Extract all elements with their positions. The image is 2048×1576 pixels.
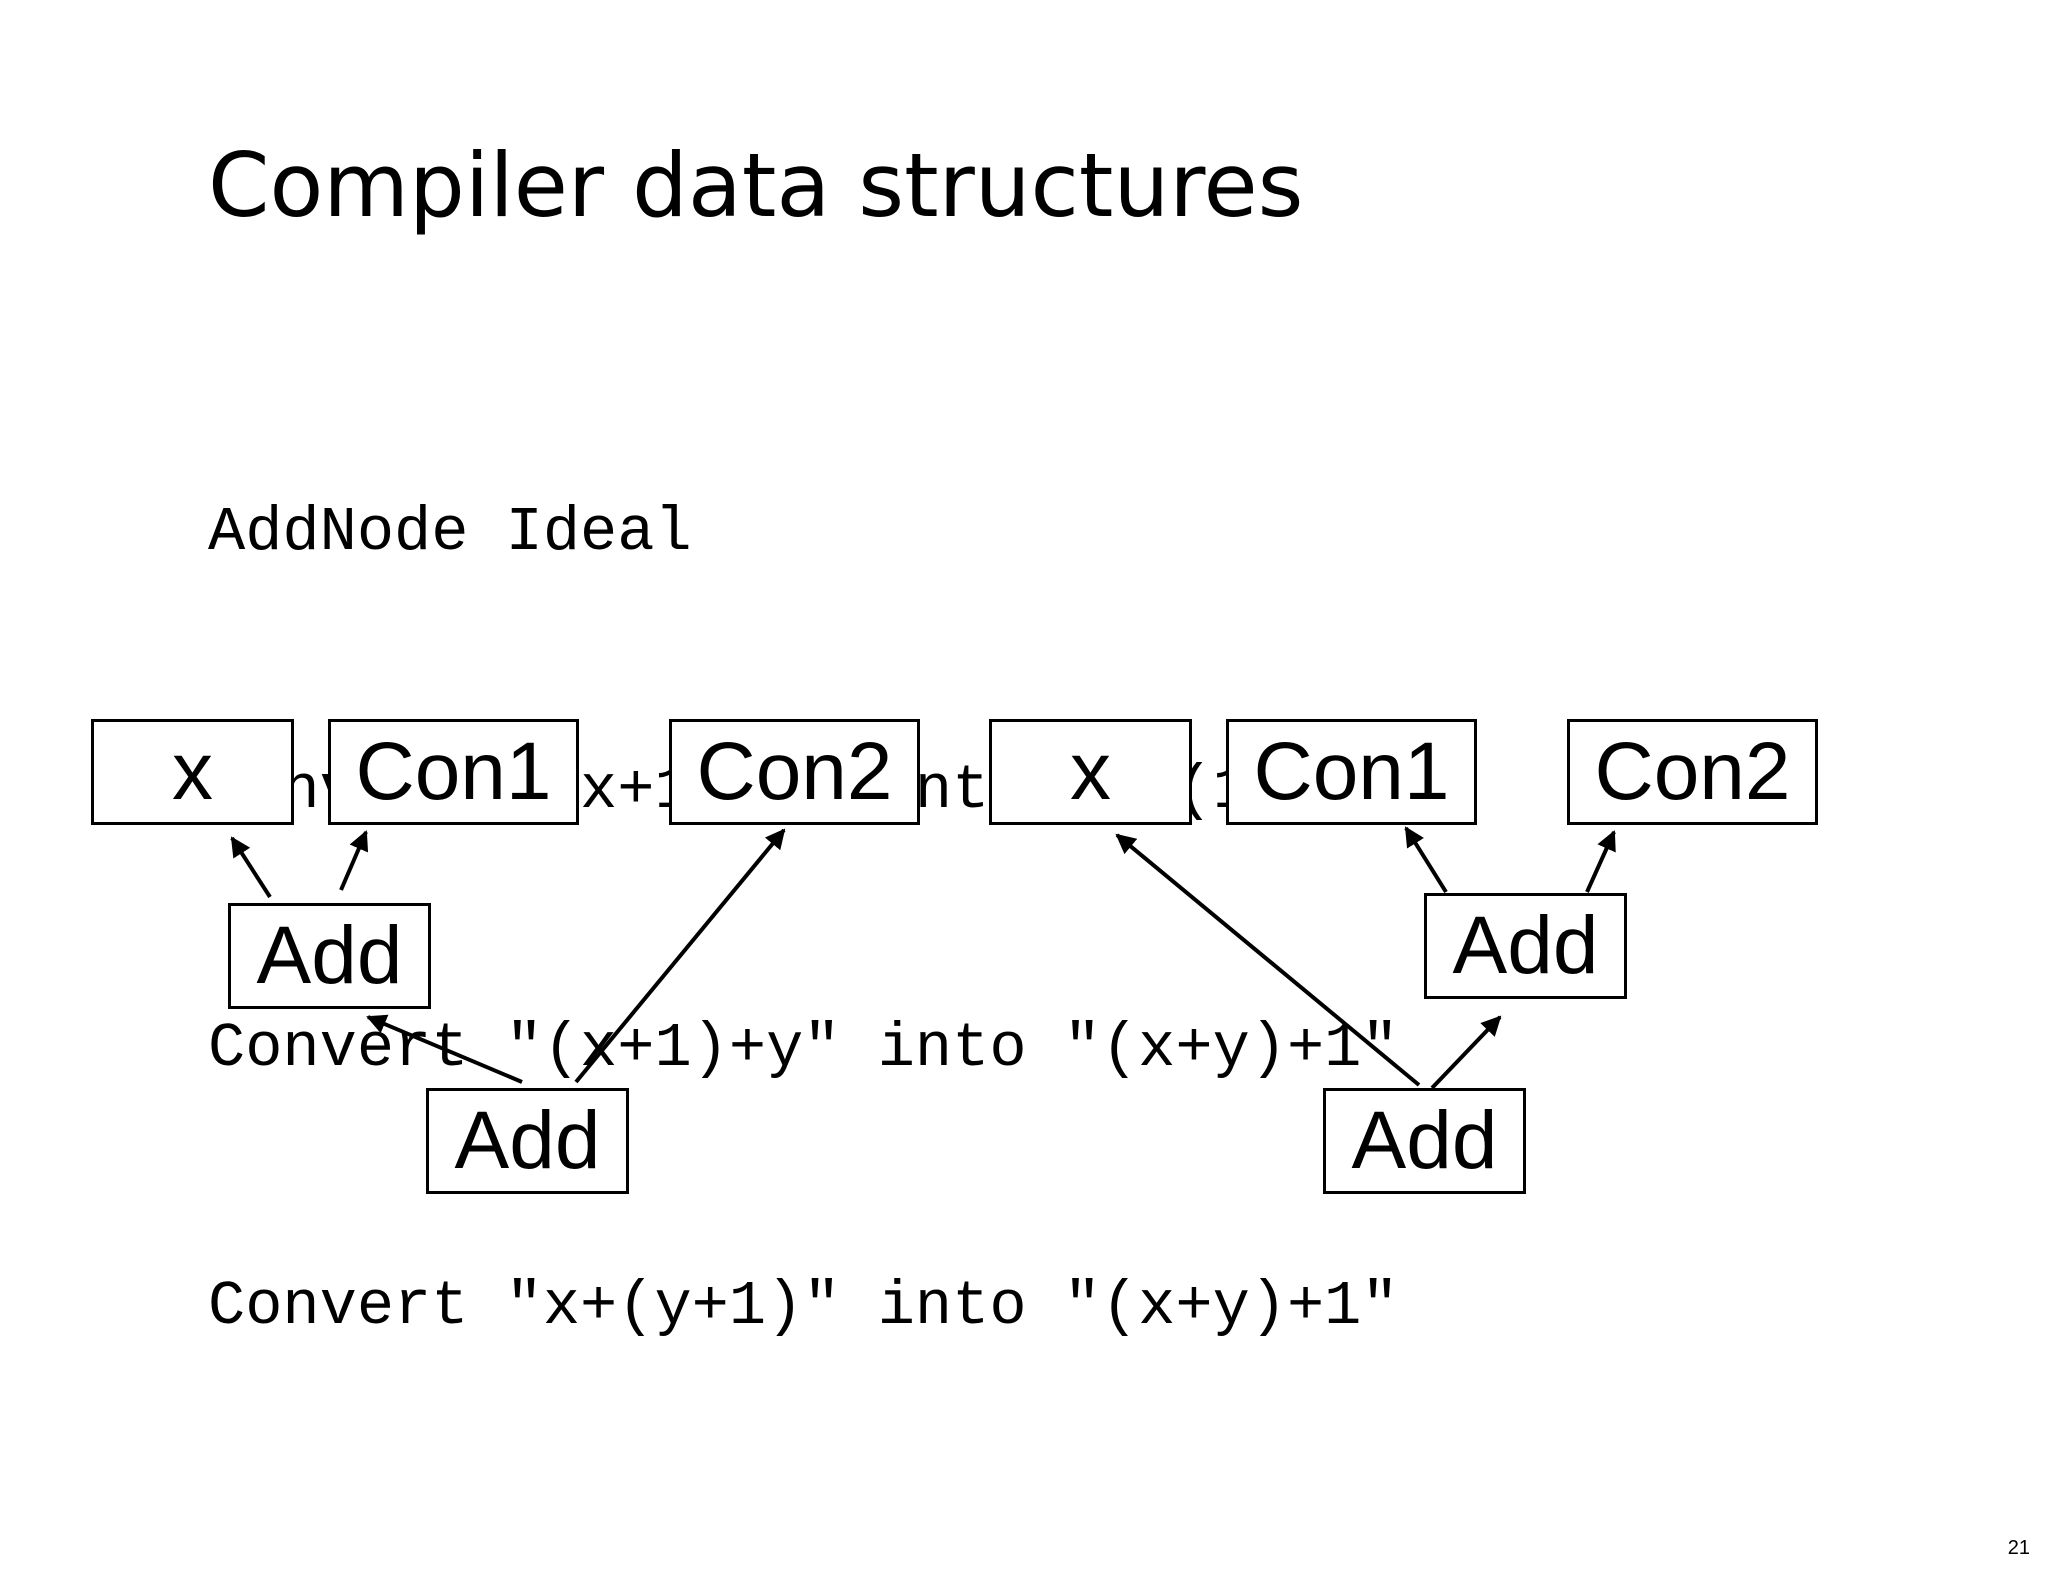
node-after-con2: Con2	[1567, 719, 1818, 825]
slide-title: Compiler data structures	[208, 134, 1304, 237]
node-before-x: x	[91, 719, 294, 825]
code-line-rule-3: Convert "x+(y+1)" into "(x+y)+1"	[208, 1271, 1399, 1342]
node-before-inner-add: Add	[228, 903, 431, 1009]
node-before-outer-add: Add	[426, 1088, 629, 1194]
edge-after-inner-add-to-con1	[1404, 826, 1448, 894]
edge-after-inner-add-to-con2	[1585, 830, 1616, 893]
node-after-x: x	[989, 719, 1192, 825]
node-after-outer-add: Add	[1323, 1088, 1526, 1194]
code-block: AddNode Ideal Convert "(x+1)+2" into "x+…	[208, 318, 1399, 1436]
node-before-con1: Con1	[328, 719, 579, 825]
code-line-rule-2: Convert "(x+1)+y" into "(x+y)+1"	[208, 1013, 1399, 1084]
node-before-con2: Con2	[669, 719, 920, 825]
edge-after-outer-add-to-inner-add	[1430, 1015, 1502, 1090]
page-number: 21	[2007, 1537, 2030, 1559]
node-after-con1: Con1	[1226, 719, 1477, 825]
node-after-inner-add: Add	[1424, 893, 1627, 999]
code-line-addnode: AddNode Ideal	[208, 497, 692, 568]
